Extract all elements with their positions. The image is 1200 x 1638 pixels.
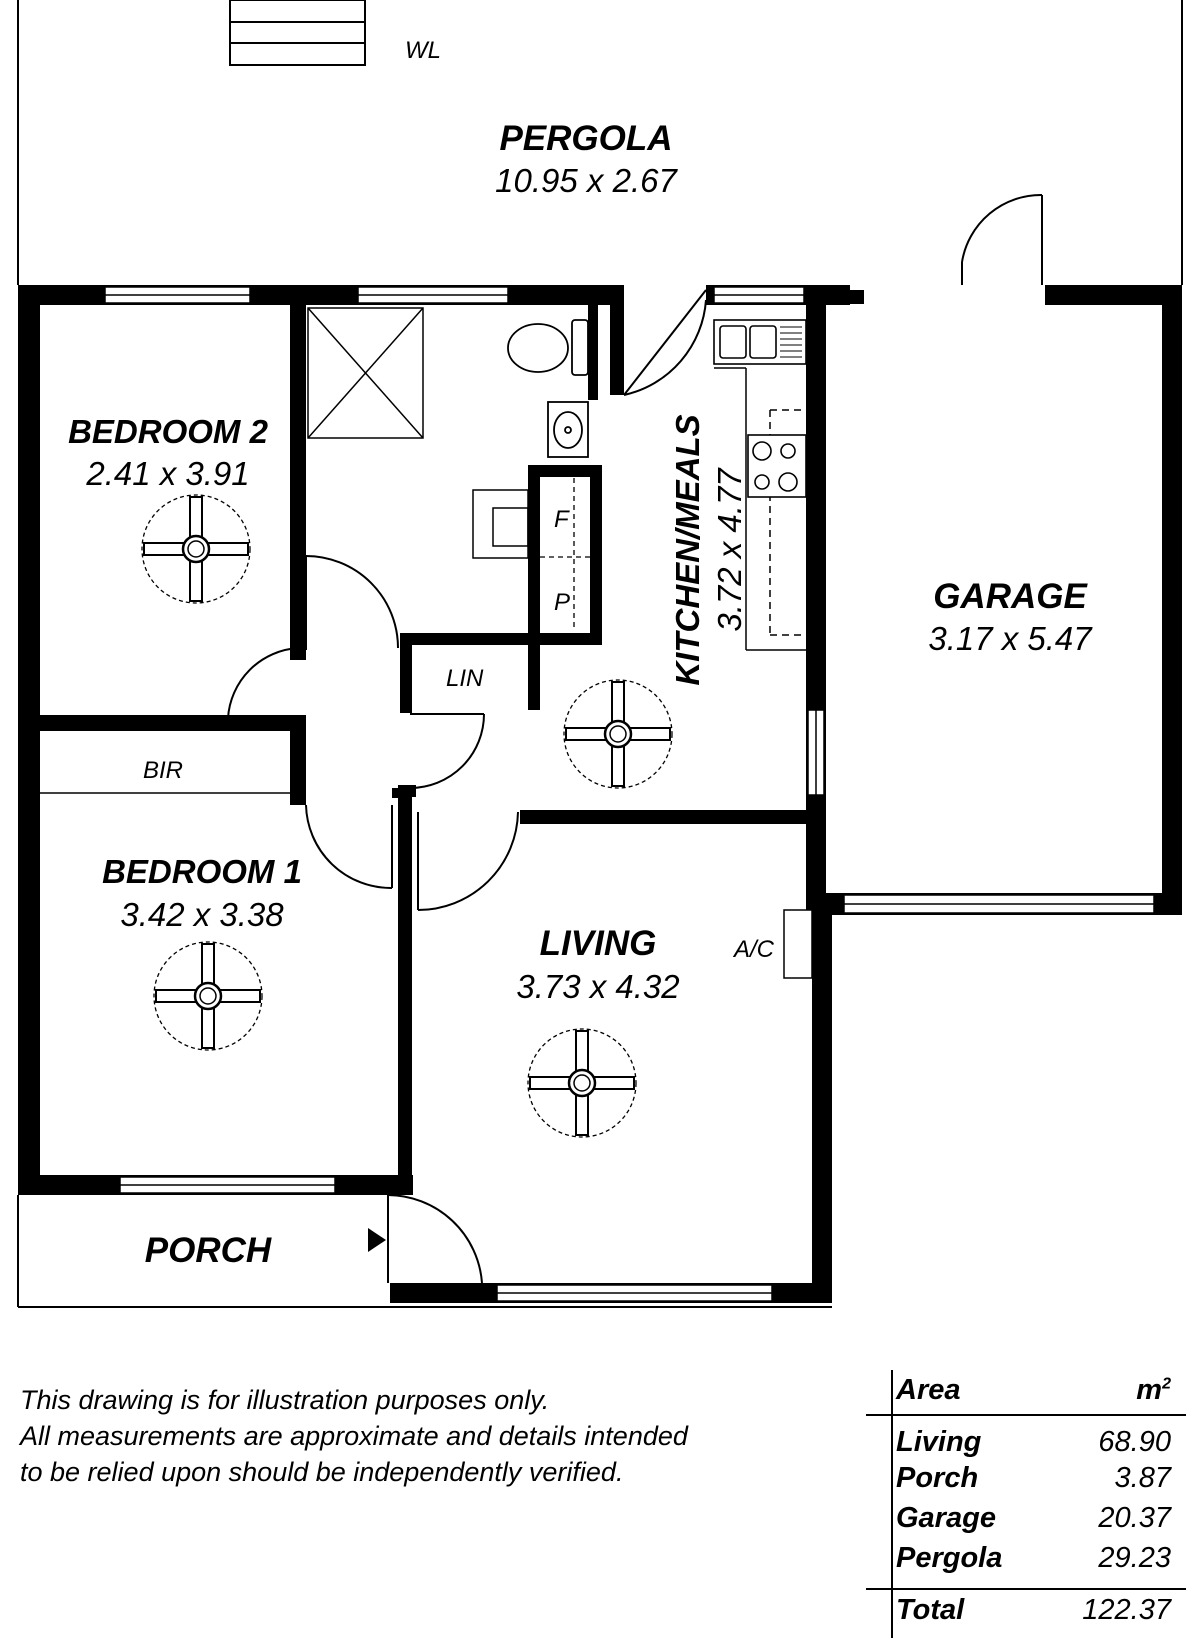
area-table: Area m2 Living 68.90 Porch 3.87 Garage 2…: [866, 1370, 1186, 1638]
windows: [104, 286, 1155, 1302]
area-row-value: 68.90: [1098, 1426, 1171, 1458]
disclaimer-line: This drawing is for illustration purpose…: [20, 1385, 550, 1415]
floor-plan: WL BIR LIN A/C F P PERGOLA 10.95 x 2.67 …: [17, 0, 1183, 1308]
area-row: Pergola 29.23: [896, 1542, 1171, 1580]
area-row: Garage 20.37: [896, 1502, 1171, 1540]
room-dims-living: 3.73 x 4.32: [516, 968, 679, 1005]
area-total-label: Total: [896, 1594, 965, 1626]
room-dims-garage: 3.17 x 5.47: [928, 620, 1093, 657]
room-dims-bedroom-2: 2.41 x 3.91: [85, 455, 249, 492]
room-dims-pergola: 10.95 x 2.67: [495, 162, 678, 199]
label-fridge: F: [554, 506, 570, 533]
basin-icon: [547, 401, 589, 458]
ac-unit: [783, 909, 813, 979]
area-row-value: 20.37: [1098, 1502, 1171, 1534]
pergola-outline: [17, 0, 1183, 285]
label-ac: A/C: [732, 936, 775, 963]
label-pantry: P: [554, 589, 570, 616]
wl-steps: [229, 0, 366, 66]
kitchen-sink-icon: [713, 319, 807, 365]
area-row-value: 29.23: [1098, 1542, 1171, 1574]
ceiling-fan-icon: [562, 678, 674, 790]
room-dims-bedroom-1: 3.42 x 3.38: [120, 896, 284, 933]
area-row: Porch 3.87: [896, 1462, 1171, 1500]
porch-outline: [17, 1195, 832, 1308]
area-header-label: Area: [896, 1374, 961, 1406]
area-row-label: Garage: [896, 1502, 996, 1534]
cooktop-icon: [747, 434, 807, 498]
label-bir: BIR: [143, 757, 183, 784]
room-name-bedroom-2: BEDROOM 2: [68, 413, 269, 450]
toilet-icon: [507, 319, 589, 376]
label-lin: LIN: [446, 665, 484, 692]
disclaimer: This drawing is for illustration purpose…: [20, 1382, 820, 1490]
room-dims-kitchen-meals: 3.72 x 4.77: [711, 467, 748, 632]
shower: [307, 307, 424, 439]
area-header-unit: m2: [1136, 1374, 1171, 1406]
entry-arrow-icon: [368, 1228, 386, 1252]
area-row-label: Pergola: [896, 1542, 1003, 1574]
ceiling-fan-icon: [140, 493, 252, 605]
room-name-living: LIVING: [540, 924, 657, 963]
room-name-garage: GARAGE: [933, 577, 1088, 616]
area-total: Total 122.37: [896, 1594, 1171, 1632]
room-name-porch: PORCH: [145, 1231, 272, 1270]
room-name-bedroom-1: BEDROOM 1: [102, 853, 302, 890]
ceiling-fan-icon: [526, 1027, 638, 1139]
ceiling-fan-icon: [152, 940, 264, 1052]
area-row-value: 3.87: [1114, 1462, 1171, 1494]
area-total-value: 122.37: [1082, 1594, 1171, 1626]
area-row: Living 68.90: [896, 1426, 1171, 1464]
area-row-label: Living: [896, 1426, 982, 1458]
fridge-pantry: [540, 478, 590, 630]
room-name-pergola: PERGOLA: [499, 119, 672, 158]
vanity: [472, 489, 529, 559]
disclaimer-line: to be relied upon should be independentl…: [20, 1457, 624, 1487]
room-name-kitchen-meals: KITCHEN/MEALS: [669, 414, 706, 685]
disclaimer-line: All measurements are approximate and det…: [20, 1421, 688, 1451]
area-row-label: Porch: [896, 1462, 979, 1494]
interior-walls: [40, 305, 826, 1180]
doors: [227, 193, 1043, 1284]
label-wl: WL: [405, 37, 441, 64]
area-header: Area m2: [896, 1374, 1171, 1412]
